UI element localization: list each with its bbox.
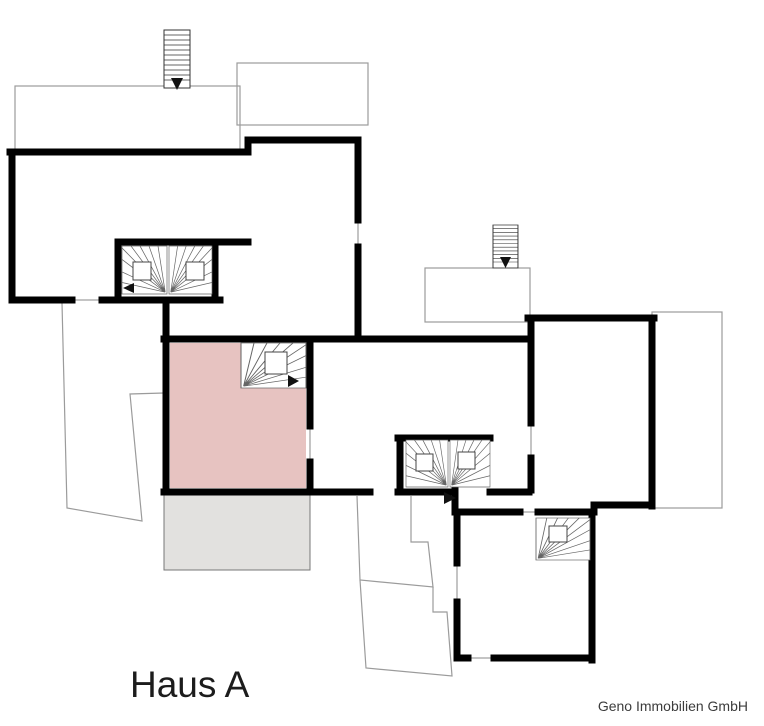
arrow-right-icon xyxy=(444,492,456,504)
staircases xyxy=(121,245,591,561)
terrace-outline-top-middle xyxy=(236,62,369,126)
stair-newel xyxy=(132,261,152,281)
company-credit: Geno Immobilien GmbH xyxy=(598,698,748,714)
terrace-outline-top-left xyxy=(14,85,241,151)
walls xyxy=(6,136,658,664)
property-line-middle xyxy=(356,495,434,588)
wall-upper-left-unit xyxy=(6,136,362,343)
wall-right-unit xyxy=(524,314,658,516)
highlighted-room xyxy=(170,343,306,488)
wall-highlighted-room xyxy=(160,335,532,496)
arrow-left-icon xyxy=(123,283,134,293)
wall-bottom-right-room xyxy=(453,508,598,664)
property-line-left xyxy=(61,302,165,522)
stair-newel xyxy=(264,351,288,375)
stair-newel xyxy=(415,453,434,472)
secondary-area xyxy=(163,493,311,571)
arrow-down-icon xyxy=(500,257,511,268)
terrace-outline-middle-right xyxy=(424,267,531,323)
stair-newel xyxy=(185,261,205,281)
plan-title: Haus A xyxy=(130,664,250,705)
direction-arrows xyxy=(123,78,511,504)
property-line-bottom-right xyxy=(359,579,453,677)
arrow-down-icon xyxy=(171,78,183,90)
wall-middle-unit xyxy=(308,314,535,516)
arrow-right-icon xyxy=(288,375,299,387)
stair-newel xyxy=(548,525,568,543)
terrace-outline-right xyxy=(651,311,723,509)
stair-newel xyxy=(457,451,476,470)
